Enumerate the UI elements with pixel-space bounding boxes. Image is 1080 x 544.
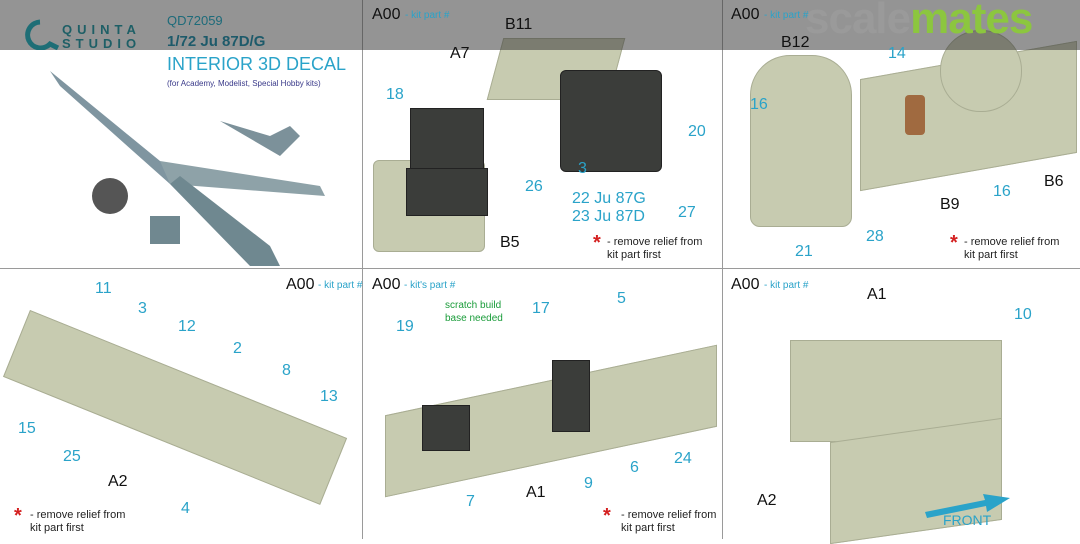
note-text: - remove relief from [30,509,126,521]
label-b11: B11 [505,16,533,33]
label-14: 14 [888,45,906,62]
label-23: 23 Ju 87D [572,208,645,225]
label-3: 3 [578,160,587,177]
instrument-panel [560,70,662,172]
label-5: 5 [617,290,626,307]
label-20: 20 [688,123,706,140]
label-a2: A2 [757,492,777,509]
label-24: 24 [674,450,692,467]
label-13: 13 [320,388,338,405]
watermark-part2: mates [910,0,1033,43]
label-12: 12 [178,318,196,335]
scratch-base [422,405,470,451]
divider [362,0,363,539]
watermark-part1: scale [805,0,911,43]
label-a1: A1 [526,484,546,501]
label-11: 11 [95,280,112,297]
scale-title: 1/72 Ju 87D/G [167,33,266,50]
panel-header-sub: - kit part # [764,280,809,291]
compat-text: (for Academy, Modelist, Special Hobby ki… [167,79,321,88]
front-arrow-icon [925,494,1010,518]
label-8: 8 [282,362,291,379]
label-a2: A2 [108,473,128,490]
label-10: 10 [1014,306,1032,323]
instrument-block [410,108,484,170]
star-icon: * [950,232,958,254]
panel-header: A00 [731,276,760,293]
label-2: 2 [233,340,242,357]
label-a1: A1 [867,286,887,303]
part-14 [905,95,925,135]
panel-header-sub: - kit part # [318,280,363,291]
scalemates-watermark: scalemates [805,0,1033,44]
instrument-block [406,168,488,216]
seat-pilot [750,55,852,227]
label-26: 26 [525,178,543,195]
product-title: INTERIOR 3D DECAL [167,54,347,74]
note-text: kit part first [607,249,661,261]
quinta-logo-icon [25,19,60,50]
star-icon: * [593,232,601,254]
panel-header-sub: - kit part # [405,10,450,21]
panel-header-sub: - kit part # [764,10,809,21]
label-16: 16 [993,183,1011,200]
label-28: 28 [866,228,884,245]
label-7: 7 [466,493,475,510]
panel-header: A00 [286,276,315,293]
star-icon: * [14,505,22,527]
label-b12: B12 [781,34,810,51]
label-25: 25 [63,448,81,465]
brand-line2: STUDIO [62,36,142,51]
note-text: - remove relief from [621,509,717,521]
divider [0,268,1080,269]
label-3: 3 [138,300,147,317]
scratch-note: scratch build [445,300,502,311]
label-b5: B5 [500,234,520,251]
label-a7: A7 [450,45,470,62]
label-15: 15 [18,420,36,437]
aircraft-image [50,71,325,266]
note-text: kit part first [621,522,675,534]
note-text: - remove relief from [964,236,1060,248]
label-22: 22 Ju 87G [572,190,646,207]
panel-header: A00 [372,276,401,293]
panel-header: A00 [372,6,401,23]
label-27: 27 [678,204,696,221]
note-text: kit part first [964,249,1018,261]
label-6: 6 [630,459,639,476]
front-label: FRONT [943,512,992,528]
part-a2 [3,310,348,505]
watermark-band [0,0,1080,50]
label-17: 17 [532,300,550,317]
panel-header: A00 [731,6,760,23]
label-9: 9 [584,475,593,492]
label-18: 18 [386,86,404,103]
label-b9: B9 [940,196,960,213]
product-code: QD72059 [167,13,223,28]
brand-line1: QUINTA [62,22,141,37]
label-16: 16 [750,96,768,113]
panel-header-sub: - kit's part # [404,280,456,291]
label-19: 19 [396,318,414,335]
star-icon: * [603,505,611,527]
label-b6: B6 [1044,173,1064,190]
label-4: 4 [181,500,190,517]
label-21: 21 [795,243,813,260]
note-text: kit part first [30,522,84,534]
divider [722,0,723,539]
part-17 [552,360,590,432]
scratch-note: base needed [445,313,503,324]
note-text: - remove relief from [607,236,703,248]
